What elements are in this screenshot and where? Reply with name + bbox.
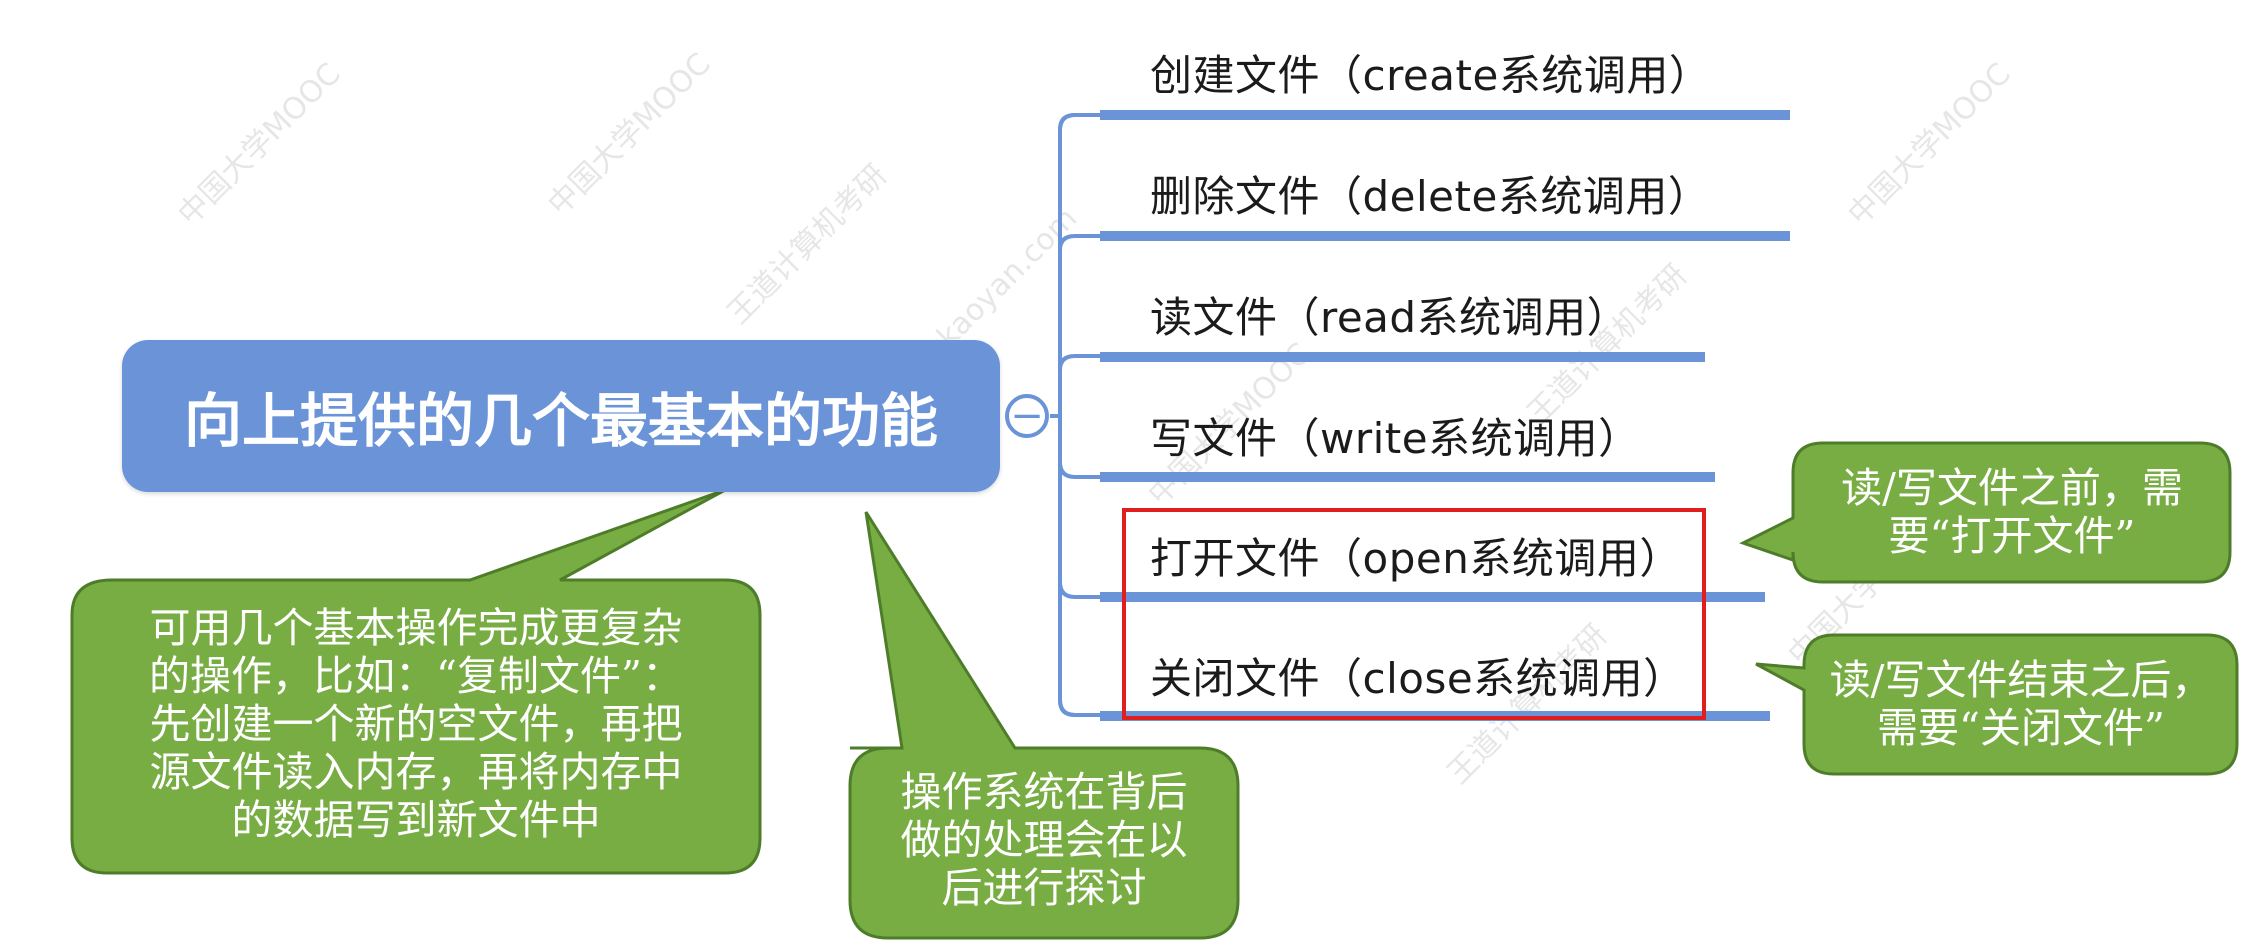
callout-right-bottom-shape (1755, 633, 2239, 776)
branch-write[interactable]: 写文件（write系统调用） (1150, 405, 1641, 466)
branch-underline-write (1100, 472, 1715, 482)
branch-label: 读文件（read系统调用） (1150, 293, 1630, 342)
callout-line: 先创建一个新的空文件，再把 (149, 700, 683, 748)
callout-line: 读/写文件结束之后， (1829, 656, 2213, 704)
callout-line: 后进行探讨 (941, 864, 1147, 912)
branch-label: 打开文件（open系统调用） (1150, 534, 1682, 583)
callout-line: 读/写文件之前，需 (1841, 464, 2183, 512)
branch-underline-delete (1100, 231, 1790, 241)
branch-label: 写文件（write系统调用） (1150, 414, 1641, 463)
callout-line: 要“打开文件” (1888, 512, 2136, 560)
callout-line: 源文件读入内存，再将内存中 (149, 748, 683, 796)
branch-underline-open (1100, 592, 1765, 602)
central-topic[interactable]: 向上提供的几个最基本的功能 (122, 340, 1000, 492)
branch-delete[interactable]: 删除文件（delete系统调用） (1150, 163, 1710, 224)
branch-read[interactable]: 读文件（read系统调用） (1150, 284, 1629, 345)
callout-line: 可用几个基本操作完成更复杂 (149, 604, 683, 652)
callout-right-top: 读/写文件之前，需 要“打开文件” (1803, 464, 2221, 560)
callout-right-bottom: 读/写文件结束之后， 需要“关闭文件” (1808, 656, 2234, 752)
callout-right-top-shape (1739, 441, 2232, 584)
highlight-box (1122, 508, 1706, 720)
callout-left-bottom: 可用几个基本操作完成更复杂 的操作，比如：“复制文件”： 先创建一个新的空文件，… (82, 604, 750, 844)
callout-line: 的数据写到新文件中 (231, 796, 601, 844)
branch-label: 创建文件（create系统调用） (1150, 51, 1712, 100)
callout-center-bottom: 操作系统在背后 做的处理会在以 后进行探讨 (860, 768, 1228, 912)
branch-create[interactable]: 创建文件（create系统调用） (1150, 42, 1711, 103)
branch-close[interactable]: 关闭文件（close系统调用） (1150, 645, 1686, 706)
central-topic-label: 向上提供的几个最基本的功能 (183, 387, 938, 455)
callout-line: 做的处理会在以 (900, 816, 1188, 864)
branch-open[interactable]: 打开文件（open系统调用） (1150, 525, 1682, 586)
branch-trunk (1058, 113, 1076, 717)
collapse-toggle-icon[interactable]: − (1005, 394, 1049, 438)
branch-label: 删除文件（delete系统调用） (1150, 172, 1711, 221)
callout-center-bottom-shape (848, 511, 1240, 940)
branch-underline-create (1100, 110, 1790, 120)
callout-left-bottom-shape (70, 488, 762, 875)
callout-line: 需要“关闭文件” (1877, 704, 2165, 752)
callout-line: 的操作，比如：“复制文件”： (149, 652, 683, 700)
callout-line: 操作系统在背后 (900, 768, 1188, 816)
branch-underline-read (1100, 352, 1705, 362)
branch-label: 关闭文件（close系统调用） (1150, 654, 1686, 703)
